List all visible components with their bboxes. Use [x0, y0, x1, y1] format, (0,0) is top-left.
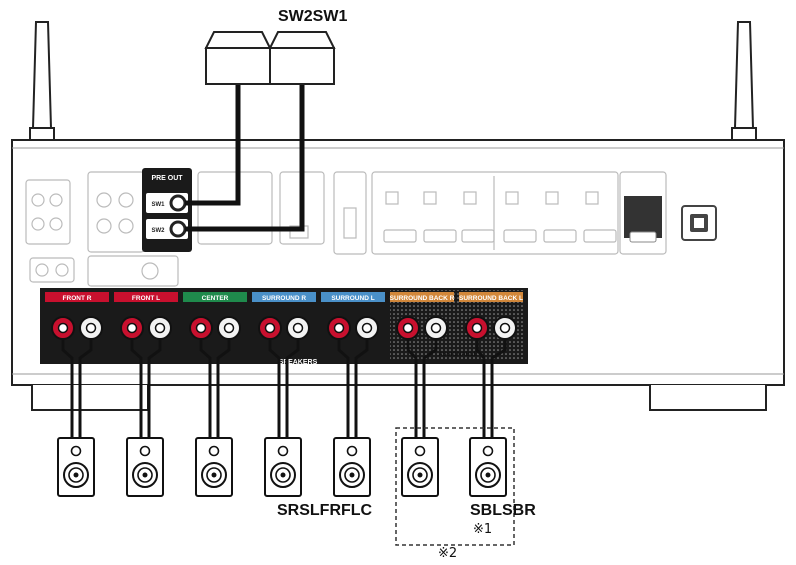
speaker-cable — [337, 338, 369, 438]
speaker-cable — [130, 338, 162, 438]
binding-post-icon — [258, 316, 282, 340]
binding-post-icon — [465, 316, 489, 340]
binding-post-icon — [327, 316, 351, 340]
terminal-surround-back-l: SURROUND BACK L — [459, 292, 523, 340]
terminal-center: CENTER — [183, 292, 247, 340]
terminal-surround-back-r: SURROUND BACK R — [390, 292, 455, 340]
assignable-tag: ASSIGNABLE — [438, 352, 477, 358]
upper-panel-details — [25, 171, 619, 287]
speaker-icon — [333, 437, 371, 497]
speaker-icon — [401, 437, 439, 497]
terminal-surround-l: SURROUND L — [321, 292, 385, 340]
speaker-icon — [126, 437, 164, 497]
speaker-cable — [268, 338, 300, 438]
binding-post-icon — [355, 316, 379, 340]
subwoofer-label: SW2SW1 — [278, 8, 348, 25]
pre-out-sw1-label: SW1 — [151, 202, 165, 208]
terminal-label: FRONT L — [132, 295, 160, 302]
footnote-2: ※2 — [438, 546, 458, 561]
binding-post-icon — [493, 316, 517, 340]
speaker-terminals: FRONT R FRONT L CENTER SURROUND R SURROUND L… — [45, 292, 523, 340]
speaker-cable — [475, 338, 507, 438]
power-inlet-icon — [681, 205, 717, 241]
antenna-left-icon — [29, 21, 55, 143]
surround-back-speaker-label: SBLSBR — [470, 502, 536, 519]
terminal-label: SURROUND L — [331, 295, 374, 302]
hdmi-out-block — [619, 171, 667, 255]
binding-post-icon — [424, 316, 448, 340]
subwoofer-cable-sw1 — [185, 84, 241, 206]
binding-post-icon — [396, 316, 420, 340]
speaker-cables — [61, 338, 507, 438]
receiver-feet — [31, 385, 767, 411]
pre-out-title: PRE OUT — [151, 175, 183, 182]
speaker-icon — [57, 437, 95, 497]
subwoofer-icon — [204, 31, 272, 85]
speaker-cable — [199, 338, 231, 438]
front-speaker-label: SRSLFRFLC — [277, 502, 373, 519]
antenna-right-icon — [731, 21, 757, 143]
binding-post-icon — [120, 316, 144, 340]
subwoofer-cable-sw2 — [185, 84, 305, 232]
binding-post-icon — [51, 316, 75, 340]
terminal-label: SURROUND R — [262, 295, 306, 302]
terminal-label: FRONT R — [63, 295, 92, 302]
terminal-label: SURROUND BACK L — [459, 295, 523, 302]
speakers — [57, 437, 507, 497]
terminal-front-r: FRONT R — [45, 292, 109, 340]
binding-post-icon — [189, 316, 213, 340]
binding-post-icon — [286, 316, 310, 340]
speakers-tag: SPEAKERS — [279, 359, 318, 366]
subwoofer-icon — [268, 31, 336, 85]
pre-out-panel: PRE OUT SW1 SW2 — [142, 168, 192, 252]
binding-post-icon — [79, 316, 103, 340]
surround-back-dashed-box — [395, 427, 515, 546]
speaker-icon — [264, 437, 302, 497]
footnote-1: ※1 — [473, 522, 493, 537]
binding-post-icon — [217, 316, 241, 340]
binding-post-icon — [148, 316, 172, 340]
speaker-icon — [195, 437, 233, 497]
terminal-label: SURROUND BACK R — [390, 295, 455, 302]
speaker-icon — [469, 437, 507, 497]
speaker-cable — [406, 338, 438, 438]
pre-out-sw2-label: SW2 — [151, 228, 165, 234]
terminal-label: CENTER — [202, 295, 229, 302]
speaker-cable — [61, 338, 93, 438]
